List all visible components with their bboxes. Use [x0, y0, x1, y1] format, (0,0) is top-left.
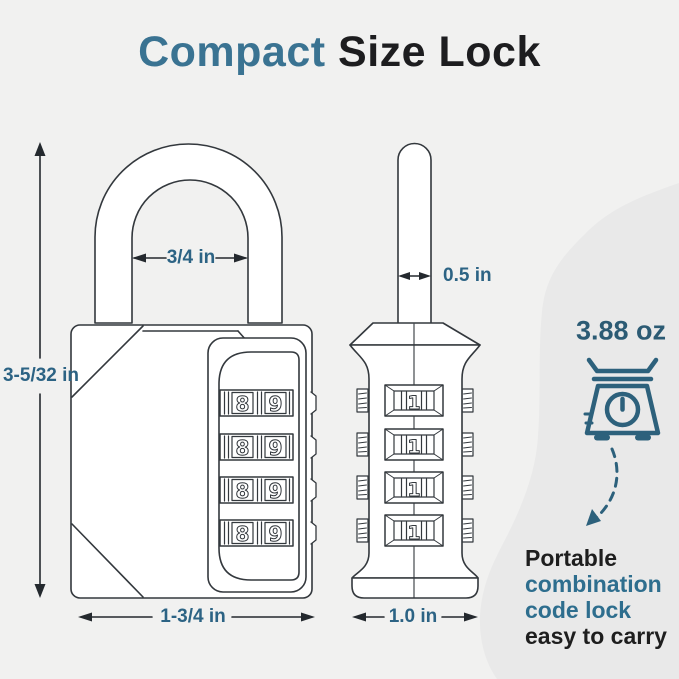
front-dial-row-3: 8 9	[219, 476, 294, 504]
body-depth-dimension-line	[352, 612, 478, 622]
title-rest: Size Lock	[338, 28, 541, 76]
background-blob-shape	[479, 183, 679, 679]
padlock-shackle-front	[94, 143, 283, 324]
title-highlight: Compact	[138, 28, 326, 76]
body-width-label: 1-3/4 in	[160, 606, 226, 627]
caption-line-2: combination	[525, 571, 662, 597]
dial-digit: 1	[407, 392, 420, 414]
dial-digit: 9	[269, 479, 283, 503]
body-depth-label: 1.0 in	[388, 606, 438, 627]
side-body-top-cap	[349, 322, 481, 346]
weight-label: 3.88 oz	[575, 315, 667, 346]
side-dial-row-4: 1	[384, 514, 444, 547]
side-dial-row-3: 1	[384, 471, 444, 504]
shackle-diameter-label: 0.5 in	[443, 265, 492, 286]
side-dial-row-2: 1	[384, 428, 444, 461]
shackle-width-dimension-line	[132, 253, 248, 263]
shackle-diameter-dimension-line	[398, 272, 431, 280]
dial-digit: 9	[269, 392, 283, 416]
dial-digit: 1	[407, 479, 420, 501]
page-title: Compact Size Lock	[0, 28, 679, 77]
dashed-arrow-icon	[586, 447, 619, 526]
shackle-width-label: 3/4 in	[166, 247, 216, 268]
dial-digit: 9	[269, 522, 283, 546]
dial-digit: 8	[236, 436, 250, 460]
height-dimension-line	[34, 142, 46, 598]
padlock-shackle-side	[397, 142, 432, 324]
side-dial-row-1: 1	[384, 384, 444, 417]
body-height-label: 3-5/32 in	[2, 365, 80, 386]
side-view-drawing: 1 1 1 1	[349, 142, 481, 599]
scale-icon	[583, 357, 661, 441]
dial-digit: 8	[236, 522, 250, 546]
caption-text: Portable combination code lock easy to c…	[525, 545, 667, 649]
front-view-drawing: 8 9 8 9 8 9 8 9	[70, 143, 317, 599]
caption-line-1: Portable	[525, 545, 618, 571]
dial-digit: 1	[407, 436, 420, 458]
dial-digit: 9	[269, 436, 283, 460]
front-dial-row-1: 8 9	[219, 389, 294, 417]
side-body-bottom-cap	[351, 577, 479, 599]
dimension-lines	[34, 142, 478, 622]
caption-line-3: code lock	[525, 597, 632, 623]
dial-digit: 8	[236, 392, 250, 416]
caption-line-4: easy to carry	[525, 623, 667, 649]
front-dial-row-4: 8 9	[219, 519, 294, 547]
dial-digit: 8	[236, 479, 250, 503]
front-dial-row-2: 8 9	[219, 433, 294, 461]
body-width-dimension-line	[78, 612, 315, 622]
dial-digit: 1	[407, 522, 420, 544]
